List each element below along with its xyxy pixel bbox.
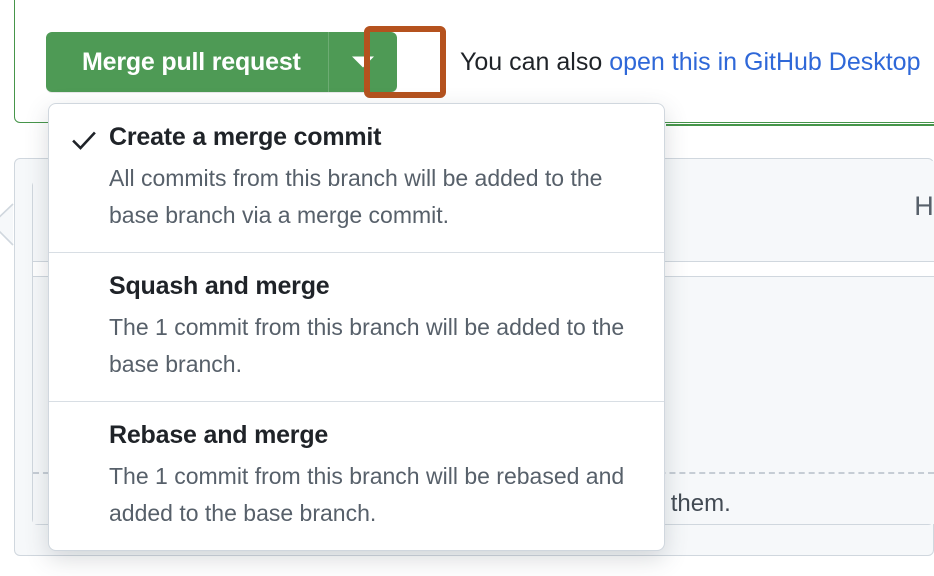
background-card-header-text: H	[914, 191, 934, 221]
menu-item-description: All commits from this branch will be add…	[109, 165, 603, 228]
menu-item-title: Rebase and merge	[109, 421, 329, 449]
open-in-desktop-prefix: You can also	[460, 48, 610, 76]
menu-item-rebase-and-merge[interactable]: Rebase and merge The 1 commit from this …	[49, 401, 664, 550]
merge-options-caret-button[interactable]	[328, 32, 397, 92]
merge-status-divider	[666, 124, 934, 126]
menu-item-title: Create a merge commit	[109, 123, 382, 151]
open-in-desktop-line: You can also open this in GitHub Desktop	[460, 48, 920, 77]
menu-item-squash-and-merge[interactable]: Squash and merge The 1 commit from this …	[49, 252, 664, 401]
callout-arrow-icon	[0, 203, 14, 246]
menu-item-create-merge-commit[interactable]: Create a merge commit All commits from t…	[49, 104, 664, 252]
menu-item-description: The 1 commit from this branch will be ad…	[109, 314, 625, 377]
chevron-down-icon	[351, 56, 374, 68]
merge-pull-request-button[interactable]: Merge pull request	[46, 32, 329, 92]
menu-item-title: Squash and merge	[109, 272, 330, 300]
check-icon	[72, 131, 96, 150]
merge-button-group[interactable]: Merge pull request	[46, 32, 397, 92]
menu-item-description: The 1 commit from this branch will be re…	[109, 463, 625, 526]
merge-method-dropdown-menu[interactable]: Create a merge commit All commits from t…	[48, 103, 665, 551]
open-in-github-desktop-link[interactable]: open this in GitHub Desktop	[609, 48, 921, 76]
